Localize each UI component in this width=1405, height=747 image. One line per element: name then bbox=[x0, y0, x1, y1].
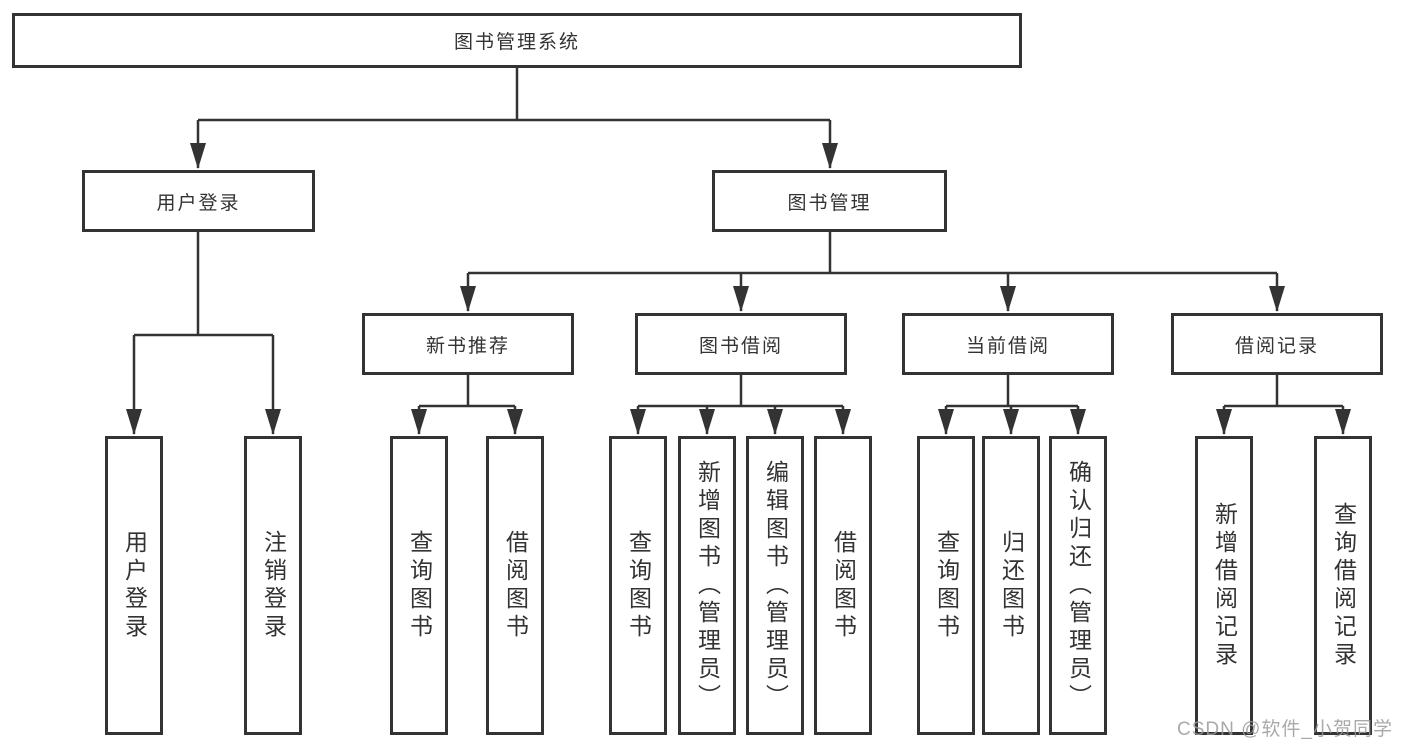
node-user-login-branch: 用户登录 bbox=[82, 170, 315, 232]
node-label: 注销登录 bbox=[260, 529, 287, 642]
leaf-edit-books-admin: 编辑图书（管理员） bbox=[746, 436, 804, 735]
node-label: 新增借阅记录 bbox=[1211, 501, 1238, 670]
node-book-borrow: 图书借阅 bbox=[635, 313, 847, 375]
node-label: 查询图书 bbox=[406, 529, 433, 642]
node-label: 图书借阅 bbox=[698, 335, 783, 357]
node-label: 新增图书（管理员） bbox=[694, 459, 721, 712]
leaf-borrow-books: 借阅图书 bbox=[814, 436, 872, 735]
node-label: 查询图书 bbox=[933, 529, 960, 642]
leaf-query-books: 查询图书 bbox=[609, 436, 667, 735]
leaf-return-books: 归还图书 bbox=[982, 436, 1040, 735]
leaf-borrow-books: 借阅图书 bbox=[486, 436, 544, 735]
node-label: 借阅记录 bbox=[1234, 335, 1319, 357]
node-label: 查询借阅记录 bbox=[1330, 501, 1357, 670]
leaf-query-books: 查询图书 bbox=[390, 436, 448, 735]
node-library-management-system: 图书管理系统 bbox=[12, 13, 1022, 68]
node-label: 图书管理 bbox=[787, 192, 872, 214]
node-label: 用户登录 bbox=[156, 192, 241, 214]
node-borrow-records: 借阅记录 bbox=[1171, 313, 1383, 375]
node-label: 查询图书 bbox=[625, 529, 652, 642]
node-label: 用户登录 bbox=[121, 529, 148, 642]
leaf-query-borrow-record: 查询借阅记录 bbox=[1314, 436, 1372, 735]
node-label: 图书管理系统 bbox=[453, 32, 580, 53]
leaf-logout: 注销登录 bbox=[244, 436, 302, 735]
node-current-borrow: 当前借阅 bbox=[902, 313, 1114, 375]
node-label: 归还图书 bbox=[998, 529, 1025, 642]
node-new-book-recommend: 新书推荐 bbox=[362, 313, 574, 375]
node-label: 编辑图书（管理员） bbox=[762, 459, 789, 712]
node-label: 确认归还（管理员） bbox=[1065, 459, 1092, 712]
csdn-watermark: CSDN @软件_小贺同学 bbox=[1177, 719, 1393, 740]
leaf-add-borrow-record: 新增借阅记录 bbox=[1195, 436, 1253, 735]
node-label: 新书推荐 bbox=[425, 335, 510, 357]
node-label: 借阅图书 bbox=[830, 529, 857, 642]
node-label: 借阅图书 bbox=[502, 529, 529, 642]
leaf-add-books-admin: 新增图书（管理员） bbox=[678, 436, 736, 735]
node-label: 当前借阅 bbox=[965, 335, 1050, 357]
leaf-user-login: 用户登录 bbox=[105, 436, 163, 735]
leaf-confirm-return-admin: 确认归还（管理员） bbox=[1049, 436, 1107, 735]
node-book-management: 图书管理 bbox=[712, 170, 947, 232]
leaf-query-books: 查询图书 bbox=[917, 436, 975, 735]
